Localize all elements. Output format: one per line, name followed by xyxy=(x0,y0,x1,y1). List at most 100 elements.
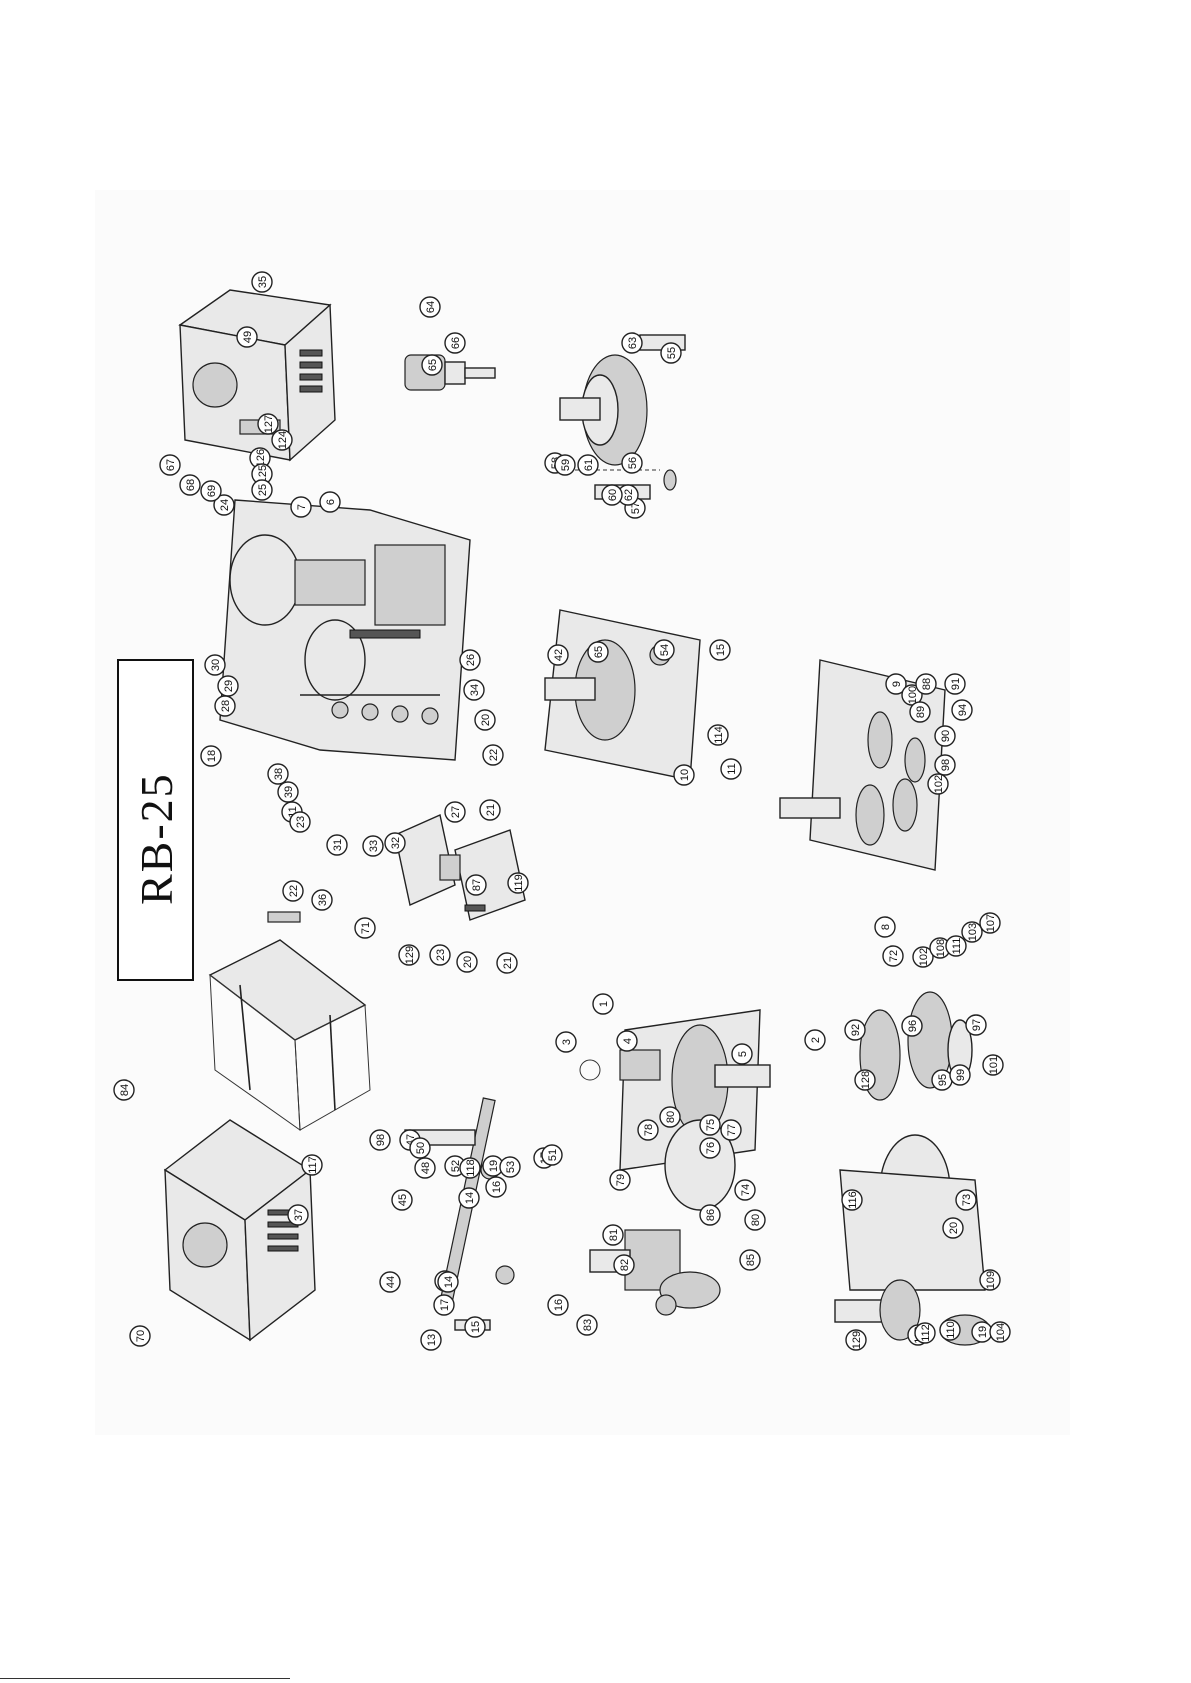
callout-circle xyxy=(601,484,623,506)
callout-number: 99 xyxy=(955,1069,967,1081)
part-callout-102: 102 xyxy=(927,773,949,795)
lower-enclosure-assembly xyxy=(163,1119,316,1342)
part-callout-61: 61 xyxy=(577,454,599,476)
footer-rule xyxy=(0,1678,290,1679)
callout-number: 97 xyxy=(971,1019,983,1031)
callout-number: 82 xyxy=(619,1259,631,1271)
callout-number: 2 xyxy=(810,1037,822,1043)
part-callout-63: 63 xyxy=(621,332,643,354)
callout-number: 26 xyxy=(465,654,477,666)
part-callout-4: 4 xyxy=(616,1030,638,1052)
callout-circle xyxy=(459,649,481,671)
callout-number: 32 xyxy=(390,837,402,849)
part-callout-117: 117 xyxy=(301,1154,323,1176)
callout-number: 44 xyxy=(385,1276,397,1288)
callout-circle xyxy=(541,1144,563,1166)
part-callout-94: 94 xyxy=(951,699,973,721)
part-callout-108: 108 xyxy=(929,937,951,959)
part-callout-79: 79 xyxy=(609,1169,631,1191)
callout-number: 98 xyxy=(940,759,952,771)
part-callout-64: 64 xyxy=(419,296,441,318)
callout-number: 68 xyxy=(185,479,197,491)
part-callout-71: 71 xyxy=(354,917,376,939)
part-callout-103: 103 xyxy=(961,921,983,943)
part-callout-23: 23 xyxy=(289,811,311,833)
callout-circle xyxy=(707,724,729,746)
callout-circle xyxy=(914,1322,936,1344)
callout-circle xyxy=(882,945,904,967)
callout-circle xyxy=(653,639,675,661)
part-callout-35: 35 xyxy=(251,271,273,293)
callout-number: 90 xyxy=(940,730,952,742)
callout-circle xyxy=(951,699,973,721)
part-callout-78: 78 xyxy=(637,1119,659,1141)
callout-circle xyxy=(301,1154,323,1176)
callout-number: 16 xyxy=(491,1181,503,1193)
lever-linkage-assembly xyxy=(404,1097,515,1331)
callout-number: 11 xyxy=(726,763,738,774)
part-callout-37: 37 xyxy=(287,1204,309,1226)
part-callout-74: 74 xyxy=(734,1179,756,1201)
callout-circle xyxy=(113,1079,135,1101)
callout-circle xyxy=(965,1014,987,1036)
part-callout-84: 84 xyxy=(113,1079,135,1101)
callout-number: 76 xyxy=(705,1142,717,1154)
part-callout-66: 66 xyxy=(444,332,466,354)
part-callout-119: 119 xyxy=(507,872,529,894)
callout-circle xyxy=(200,745,222,767)
callout-circle xyxy=(915,673,937,695)
callout-number: 17 xyxy=(439,1299,451,1311)
callout-circle xyxy=(282,880,304,902)
part-callout-102: 102 xyxy=(912,946,934,968)
callout-number: 51 xyxy=(547,1149,559,1161)
part-callout-127: 127 xyxy=(257,413,279,435)
callout-circle xyxy=(637,1119,659,1141)
callout-number: 112 xyxy=(920,1324,932,1342)
callout-circle xyxy=(369,1129,391,1151)
callout-number: 57 xyxy=(630,502,642,514)
part-callout-19: 19 xyxy=(482,1155,504,1177)
callout-number: 92 xyxy=(850,1024,862,1036)
part-callout-50: 50 xyxy=(409,1137,431,1159)
callout-circle xyxy=(437,1271,459,1293)
callout-circle xyxy=(909,701,931,723)
callout-circle xyxy=(465,874,487,896)
callout-circle xyxy=(433,1294,455,1316)
callout-number: 56 xyxy=(627,457,639,469)
part-callout-26: 26 xyxy=(459,649,481,671)
callout-number: 23 xyxy=(295,816,307,828)
part-callout-83: 83 xyxy=(576,1314,598,1336)
callout-number: 74 xyxy=(740,1184,752,1196)
part-callout-68: 68 xyxy=(179,474,201,496)
callout-circle xyxy=(129,1325,151,1347)
part-callout-10: 10 xyxy=(673,764,695,786)
part-callout-111: 111 xyxy=(945,935,967,957)
callout-circle xyxy=(841,1189,863,1211)
part-callout-116: 116 xyxy=(841,1189,863,1211)
callout-circle xyxy=(555,1031,577,1053)
part-callout-14: 14 xyxy=(458,1187,480,1209)
callout-number: 117 xyxy=(307,1156,319,1174)
callout-circle xyxy=(854,1069,876,1091)
part-callout-107: 107 xyxy=(979,912,1001,934)
callout-circle xyxy=(496,952,518,974)
callout-circle xyxy=(204,654,226,676)
callout-number: 33 xyxy=(368,840,380,852)
callout-number: 101 xyxy=(988,1056,1000,1074)
part-callout-95: 95 xyxy=(931,1069,953,1091)
part-callout-39: 39 xyxy=(277,781,299,803)
part-callout-5: 5 xyxy=(731,1043,753,1065)
callout-circle xyxy=(744,1209,766,1231)
callout-number: 75 xyxy=(705,1119,717,1131)
callout-circle xyxy=(251,479,273,501)
part-callout-77: 77 xyxy=(720,1119,742,1141)
callout-number: 86 xyxy=(705,1209,717,1221)
callout-number: 126 xyxy=(255,449,267,467)
part-callout-44: 44 xyxy=(379,1271,401,1293)
part-callout-25: 25 xyxy=(251,479,273,501)
part-callout-18: 18 xyxy=(200,745,222,767)
part-callout-21: 21 xyxy=(496,952,518,974)
callout-circle xyxy=(955,1189,977,1211)
part-callout-87: 87 xyxy=(465,874,487,896)
